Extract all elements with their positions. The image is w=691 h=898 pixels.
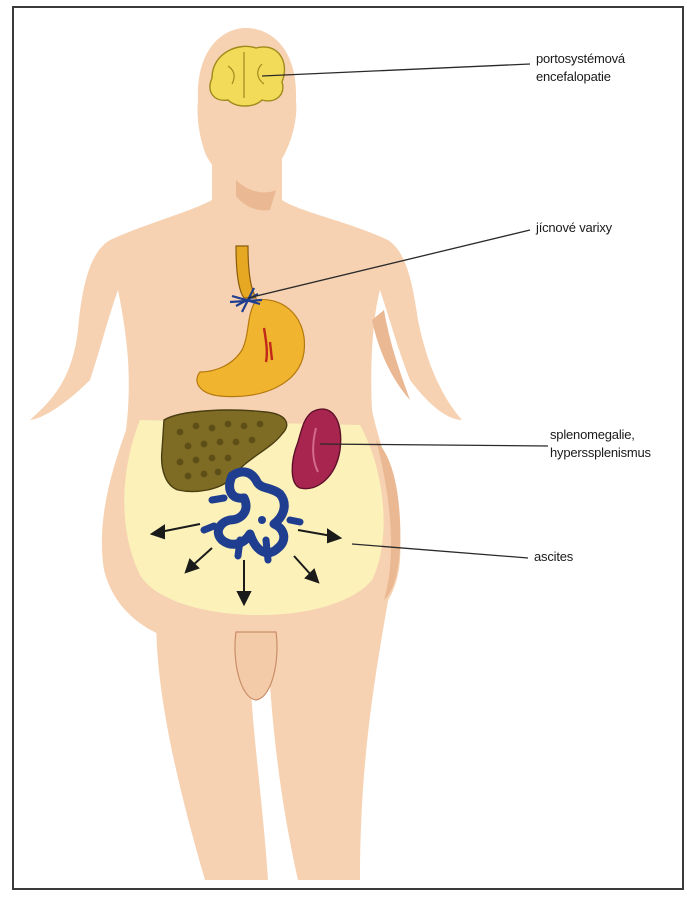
label-line: jícnové varixy bbox=[536, 219, 612, 237]
brain-icon bbox=[210, 46, 285, 106]
label-line: encefalopatie bbox=[536, 68, 625, 86]
label-esophageal-varices: jícnové varixy bbox=[536, 219, 612, 237]
label-line: portosystémová bbox=[536, 50, 625, 68]
label-line: hyperssplenismus bbox=[550, 444, 651, 462]
label-portosystemic-encephalopathy: portosystémová encefalopatie bbox=[536, 50, 625, 86]
label-line: splenomegalie, bbox=[550, 426, 651, 444]
label-ascites: ascites bbox=[534, 548, 573, 566]
label-line: ascites bbox=[534, 548, 573, 566]
label-splenomegaly: splenomegalie, hyperssplenismus bbox=[550, 426, 651, 462]
